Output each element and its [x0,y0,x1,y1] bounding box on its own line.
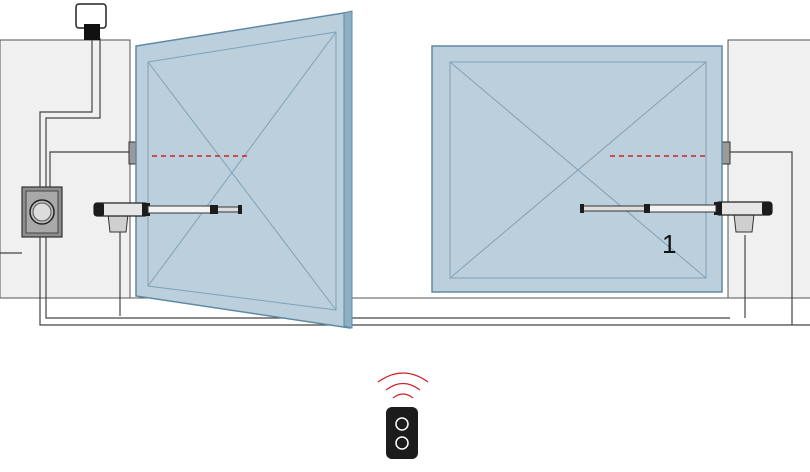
right-photocell [721,141,731,165]
remote-control [377,372,429,459]
left-operator [93,202,242,233]
left-wall [0,39,131,299]
callout-label: 1 [662,229,676,259]
power-supply [75,3,107,40]
right-wall [727,39,810,299]
control-unit [21,186,63,238]
left-gate-leaf [135,10,353,329]
cable-runs [0,38,810,326]
right-operator [580,201,773,233]
right-gate-leaf [431,45,723,293]
